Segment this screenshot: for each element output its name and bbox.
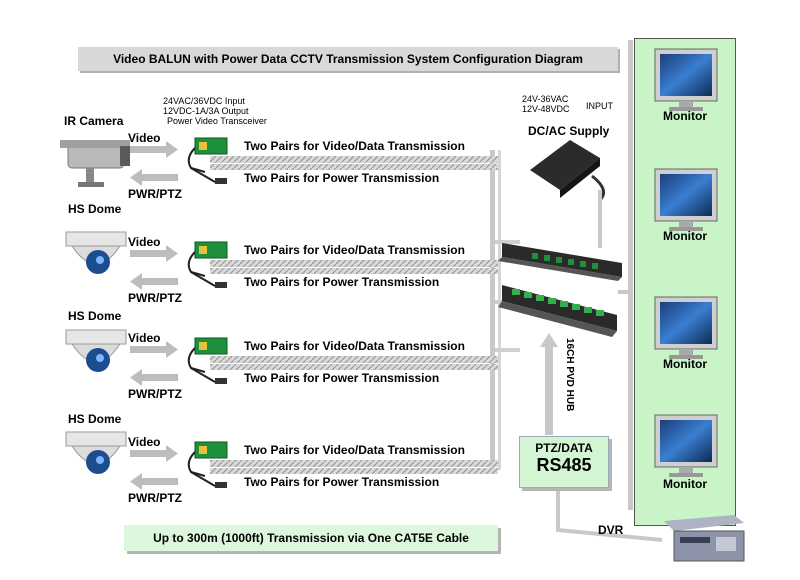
transceiver-note-line: 12VDC-1A/3A Output — [163, 106, 249, 116]
source-label: IR Camera — [64, 114, 124, 128]
pwr-ptz-label: PWR/PTZ — [128, 387, 182, 401]
transceiver-note-line: 24VAC/36VDC Input — [163, 96, 245, 106]
rs485-line1: PTZ/DATA — [535, 441, 593, 455]
dome-camera-icon — [65, 431, 127, 474]
supply-label: DC/AC Supply — [528, 124, 610, 138]
supply-input-line: 24V-36VAC — [522, 94, 569, 104]
monitor-icon — [654, 48, 718, 111]
transceiver-icon — [187, 241, 228, 288]
cable-video-label: Two Pairs for Video/Data Transmission — [244, 243, 465, 257]
source-label: HS Dome — [68, 412, 122, 426]
cable-video-label: Two Pairs for Video/Data Transmission — [244, 443, 465, 457]
footer-note: Up to 300m (1000ft) Transmission via One… — [124, 525, 498, 551]
cable-trunk — [498, 150, 501, 470]
transceiver-icon — [187, 441, 228, 488]
dome-camera-icon — [65, 329, 127, 372]
pvd-hub-icon — [498, 285, 617, 337]
supply-input-line: 12V-48VDC — [522, 104, 570, 114]
hub-label: 16CH PVD HUB — [564, 338, 575, 412]
cable-video-label: Two Pairs for Video/Data Transmission — [244, 139, 465, 153]
arrow-group — [130, 141, 178, 490]
arrow-up-icon — [540, 333, 558, 435]
monitor-icon — [654, 414, 718, 477]
cable-trunk — [490, 150, 495, 470]
transceiver-icon — [187, 337, 228, 384]
monitor-panel: Monitor Monitor Monitor Monitor — [634, 38, 736, 526]
cable-row-2 — [210, 260, 498, 274]
ir-camera-icon — [60, 140, 130, 187]
monitor-label: Monitor — [663, 229, 707, 243]
pwr-ptz-label: PWR/PTZ — [128, 187, 182, 201]
video-label: Video — [128, 235, 161, 249]
supply-input-tag: INPUT — [586, 101, 613, 111]
monitor-label: Monitor — [663, 109, 707, 123]
power-supply-icon — [530, 140, 606, 202]
cable-video-label: Two Pairs for Video/Data Transmission — [244, 339, 465, 353]
monitor-label: Monitor — [663, 477, 707, 491]
dvr-icon — [664, 515, 745, 562]
source-label: HS Dome — [68, 202, 122, 216]
cable-power-label: Two Pairs for Power Transmission — [244, 475, 440, 489]
video-label: Video — [128, 131, 161, 145]
dome-camera-icon — [65, 231, 127, 274]
pvd-hub-icon — [498, 243, 622, 281]
transceiver-note-line: Power Video Transceiver — [167, 116, 267, 126]
transceiver-note: 24VAC/36VDC Input 12VDC-1A/3A Output Pow… — [163, 96, 267, 126]
supply-input-range: 24V-36VAC 12V-48VDC — [522, 94, 570, 114]
cable-row-1 — [210, 156, 498, 170]
source-label: HS Dome — [68, 309, 122, 323]
cable-power-label: Two Pairs for Power Transmission — [244, 171, 440, 185]
rs485-box: PTZ/DATA RS485 — [519, 436, 609, 488]
dvr-label: DVR — [598, 523, 624, 537]
monitor-icons — [654, 48, 718, 477]
cable-row-4 — [210, 460, 498, 474]
pwr-ptz-label: PWR/PTZ — [128, 491, 182, 505]
supply-cable — [598, 190, 602, 248]
monitor-icon — [654, 296, 718, 359]
cable-row-3 — [210, 356, 498, 370]
video-label: Video — [128, 331, 161, 345]
video-label: Video — [128, 435, 161, 449]
monitor-icon — [654, 168, 718, 231]
transceiver-icon — [187, 137, 228, 184]
pwr-ptz-label: PWR/PTZ — [128, 291, 182, 305]
cable-power-label: Two Pairs for Power Transmission — [244, 275, 440, 289]
monitor-feed-line — [628, 40, 633, 510]
rs485-line2: RS485 — [536, 455, 592, 475]
diagram-title: Video BALUN with Power Data CCTV Transmi… — [78, 47, 618, 71]
cable-power-label: Two Pairs for Power Transmission — [244, 371, 440, 385]
monitor-label: Monitor — [663, 357, 707, 371]
